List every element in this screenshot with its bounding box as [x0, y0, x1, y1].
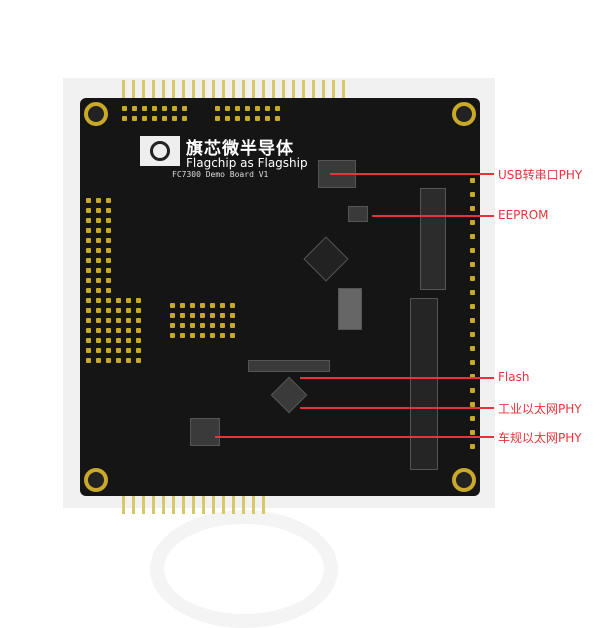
edge-pads	[470, 178, 475, 449]
flash-connector	[248, 360, 330, 372]
mounting-hole	[452, 468, 476, 492]
brand-cn: 旗芯微半导体	[186, 139, 294, 159]
watermark	[150, 510, 338, 628]
pad-array	[170, 303, 235, 338]
mounting-hole	[84, 468, 108, 492]
header-pads	[215, 106, 280, 121]
regulator	[338, 288, 362, 330]
top-header-pins	[122, 80, 345, 100]
callout-line-flash	[300, 377, 494, 379]
board-model: FC7300 Demo Board V1	[172, 170, 269, 179]
flagchip-logo	[140, 136, 180, 166]
callout-line-usb	[330, 173, 494, 175]
header-pads	[122, 106, 187, 121]
pcb-board: 旗芯微半导体 Flagchip as Flagship FC7300 Demo …	[80, 98, 480, 496]
bottom-header-pins	[122, 494, 265, 514]
callout-line-eeprom	[372, 215, 494, 217]
eeprom-chip	[348, 206, 368, 222]
callout-line-automotive-phy	[215, 436, 494, 438]
callout-industrial-phy: 工业以太网PHY	[498, 402, 582, 416]
callout-eeprom: EEPROM	[498, 208, 549, 222]
callout-automotive-phy: 车规以太网PHY	[498, 431, 582, 445]
mcu	[303, 236, 349, 282]
callout-usb: USB转串口PHY	[498, 168, 583, 182]
ethernet-magnetics	[410, 298, 438, 470]
callout-flash: Flash	[498, 370, 530, 384]
pad-array	[86, 298, 141, 363]
brand-en: Flagchip as Flagship	[186, 156, 308, 170]
mounting-hole	[452, 102, 476, 126]
automotive-phy-chip	[190, 418, 220, 446]
callout-line-industrial-phy	[300, 407, 494, 409]
inductor-row	[420, 188, 446, 290]
mounting-hole	[84, 102, 108, 126]
side-pads	[86, 198, 111, 293]
